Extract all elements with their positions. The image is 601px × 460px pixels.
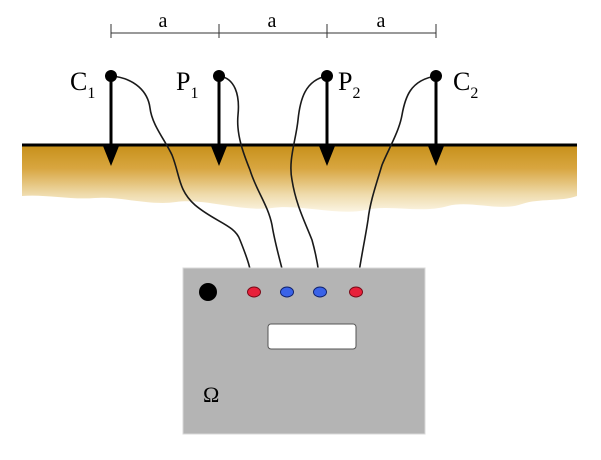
electrode-label: C1 [70, 67, 95, 102]
electrode-head [213, 70, 225, 82]
resistance-meter: Ω [182, 267, 426, 435]
terminal-c1 [247, 286, 261, 298]
terminal-p1 [280, 286, 294, 298]
electrode-label: P1 [176, 67, 198, 102]
wire-c1 [110, 75, 255, 293]
electrode-label: C2 [453, 67, 478, 102]
spacing-ruler: a a a [110, 10, 437, 38]
electrode-head [105, 70, 117, 82]
ohm-symbol: Ω [203, 382, 219, 407]
arrow-head-icon [319, 146, 335, 166]
meter-display [267, 323, 357, 350]
spacing-label-1: a [159, 10, 168, 32]
wire-c2 [355, 75, 437, 293]
electrode-label: P2 [338, 67, 360, 102]
electrode-c2: C2 [428, 67, 478, 166]
arrow-head-icon [428, 146, 444, 166]
electrode-c1: C1 [70, 67, 119, 166]
arrow-head-icon [211, 146, 227, 166]
soil-layer [22, 143, 577, 212]
wire-p2 [290, 75, 328, 293]
terminal-c2 [349, 286, 363, 298]
arrow-head-icon [103, 146, 119, 166]
meter-body [182, 267, 426, 435]
wires [110, 75, 437, 293]
meter-knob [199, 283, 217, 301]
wire-p1 [218, 75, 288, 293]
electrode-head [430, 70, 442, 82]
electrode-head [321, 70, 333, 82]
spacing-label-2: a [268, 10, 277, 32]
electrode-p1: P1 [176, 67, 227, 166]
electrode-p2: P2 [319, 67, 360, 166]
spacing-label-3: a [377, 10, 386, 32]
terminal-p2 [313, 286, 327, 298]
